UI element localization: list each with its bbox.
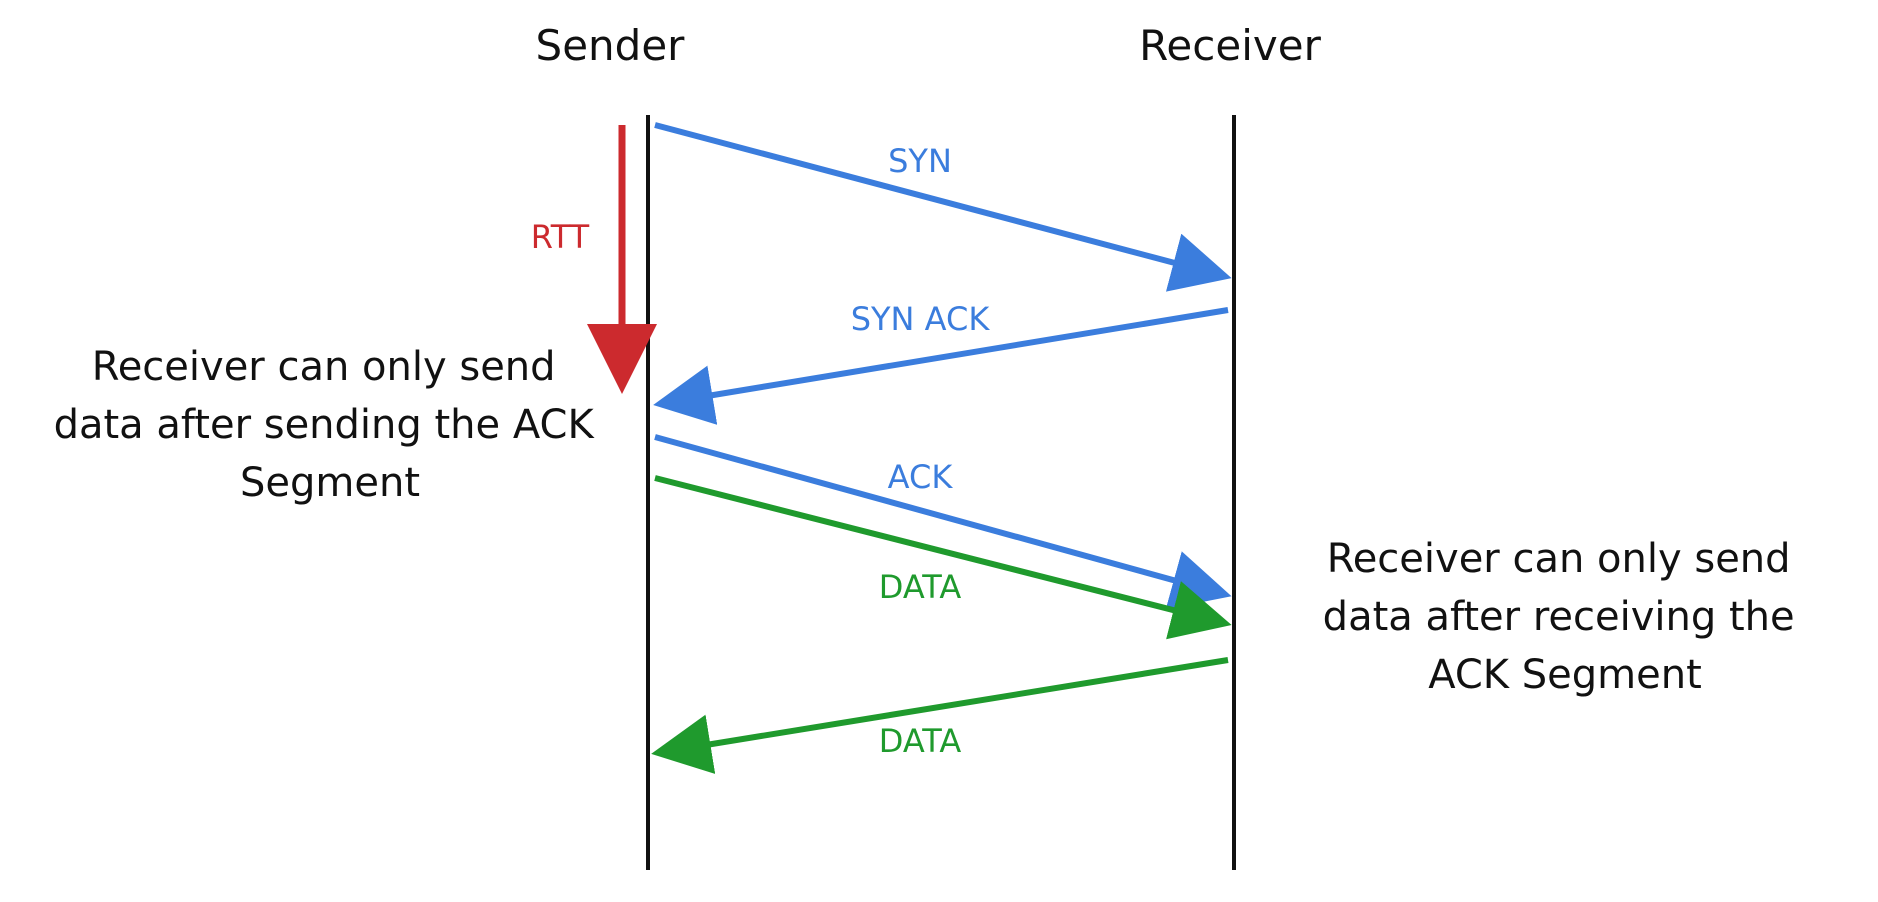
left-note: Receiver can only send data after sendin…	[54, 344, 607, 506]
left-note-line: data after sending the ACK	[54, 402, 596, 448]
sender-title: Sender	[536, 21, 686, 70]
left-note-line: Segment	[240, 460, 420, 506]
right-note: Receiver can only send data after receiv…	[1323, 536, 1808, 698]
right-note-line: ACK Segment	[1428, 652, 1702, 698]
data-back-arrow	[651, 657, 1229, 774]
rtt-label: RTT	[531, 218, 590, 256]
data-out-label: DATA	[879, 568, 962, 606]
ack-label: ACK	[888, 458, 954, 496]
data-back-label: DATA	[879, 722, 962, 760]
data-out-arrow	[654, 475, 1232, 640]
ack-arrow	[654, 434, 1232, 610]
syn-arrow	[654, 122, 1232, 292]
syn-ack-label: SYN ACK	[851, 300, 991, 338]
right-note-line: Receiver can only send	[1327, 536, 1791, 582]
syn-label: SYN	[888, 142, 952, 180]
left-note-line: Receiver can only send	[92, 344, 556, 390]
syn-ack-arrow	[653, 307, 1229, 425]
receiver-title: Receiver	[1139, 21, 1321, 70]
right-note-line: data after receiving the	[1323, 594, 1795, 640]
